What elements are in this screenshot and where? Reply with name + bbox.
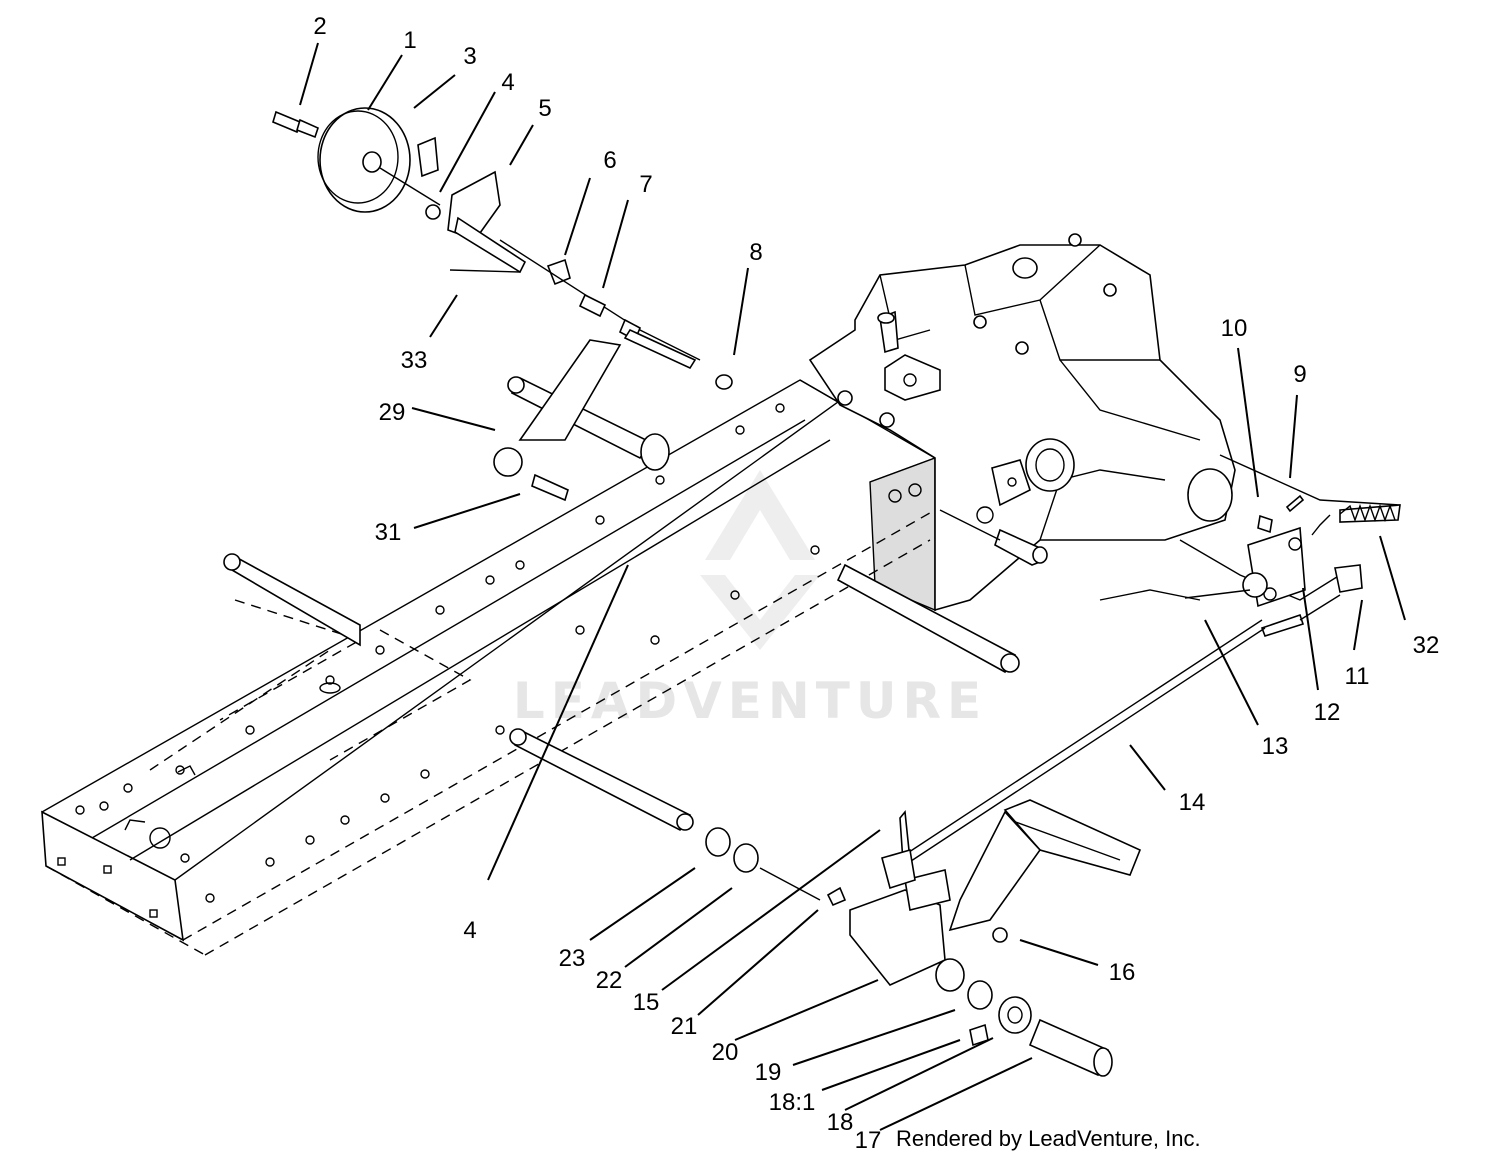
callout-6: 6 — [603, 147, 616, 174]
callout-31: 31 — [375, 519, 402, 546]
control-rod — [904, 627, 1266, 866]
callout-21: 21 — [671, 1013, 698, 1040]
leader-lines — [299, 42, 1406, 1131]
callout-23: 23 — [559, 945, 586, 972]
washer — [715, 374, 733, 390]
callout-32: 32 — [1413, 632, 1440, 659]
callout-29: 29 — [379, 399, 406, 426]
callout-4: 4 — [501, 69, 514, 96]
pedal-grip — [1028, 1018, 1110, 1077]
callout-2: 2 — [313, 13, 326, 40]
callout-3: 3 — [463, 43, 476, 70]
watermark-logo-icon — [705, 470, 815, 560]
callout-8: 8 — [749, 239, 762, 266]
callout-22: 22 — [596, 967, 623, 994]
callout-4-lower: 4 — [463, 917, 476, 944]
watermark-text: LEADVENTURE — [513, 672, 987, 730]
callout-9: 9 — [1293, 361, 1306, 388]
callout-11: 11 — [1345, 663, 1370, 690]
callout-33: 33 — [401, 347, 428, 374]
callout-5: 5 — [538, 95, 551, 122]
callout-14: 14 — [1179, 789, 1206, 816]
callout-7: 7 — [639, 171, 652, 198]
lever-assembly — [1184, 494, 1401, 637]
callout-18: 18 — [827, 1109, 854, 1136]
frame-rails — [41, 379, 936, 956]
callout-labels: 2 1 3 4 5 6 7 8 33 29 31 4 10 9 32 11 12… — [313, 13, 1439, 1154]
callout-10: 10 — [1221, 315, 1248, 342]
callout-16: 16 — [1109, 959, 1136, 986]
watermark: LEADVENTURE — [513, 470, 987, 730]
render-credit: Rendered by LeadVenture, Inc. — [896, 1126, 1201, 1151]
transmission-housing — [808, 233, 1401, 612]
washer-22 — [733, 843, 759, 873]
callout-19: 19 — [755, 1059, 782, 1086]
callout-17: 17 — [855, 1127, 882, 1154]
washer-23 — [705, 827, 731, 857]
callout-13: 13 — [1262, 733, 1289, 760]
cross-tubes — [223, 376, 1020, 832]
idler-key — [417, 136, 439, 178]
callout-18-1: 18:1 — [769, 1089, 816, 1116]
callout-15: 15 — [633, 989, 660, 1016]
pulley-assembly — [272, 107, 733, 502]
callout-12: 12 — [1314, 699, 1341, 726]
pedal-assembly — [705, 799, 1142, 1077]
hydraulic-cylinder — [518, 339, 622, 441]
frame-holes — [75, 403, 820, 903]
watermark-logo-chevron-icon — [700, 575, 820, 650]
callout-20: 20 — [712, 1039, 739, 1066]
callout-1: 1 — [403, 27, 416, 54]
